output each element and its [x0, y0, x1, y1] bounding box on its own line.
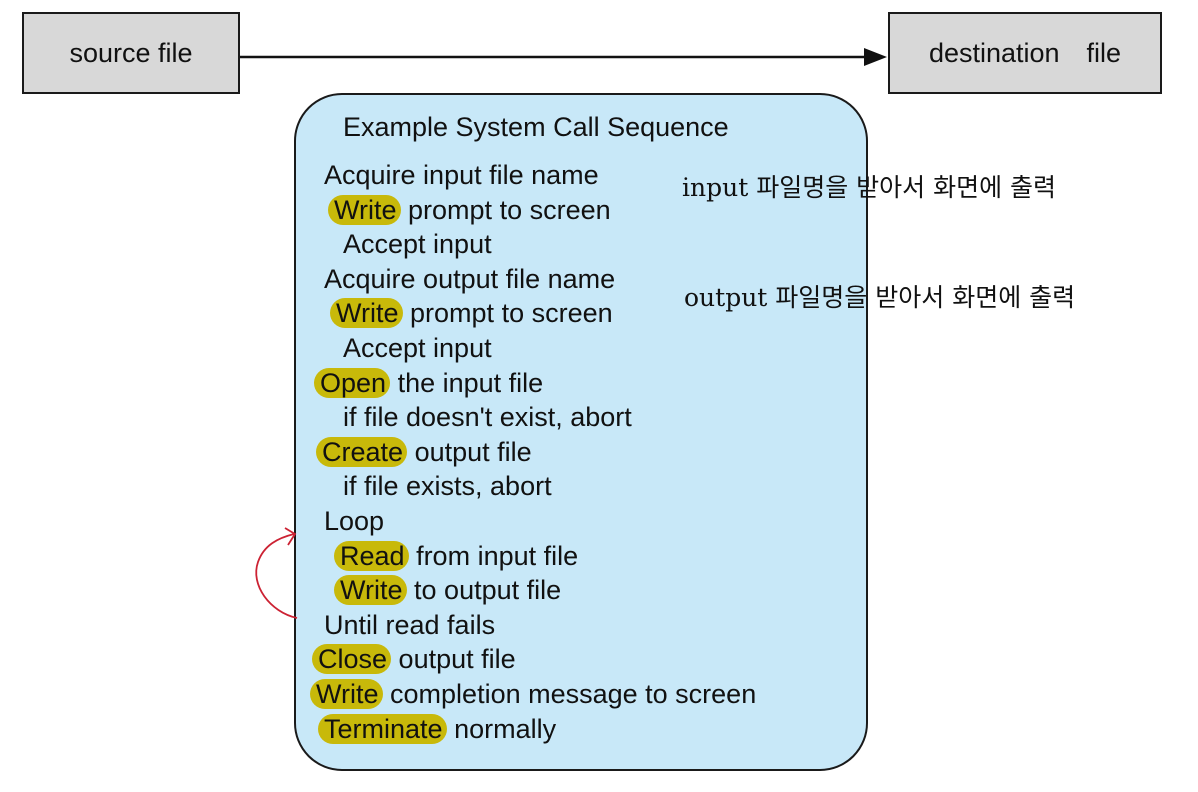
sequence-line: Accept input [343, 227, 492, 261]
system-call-highlight: Write [328, 194, 401, 225]
sequence-line-text: Loop [324, 506, 385, 536]
sequence-line: Write prompt to screen [328, 193, 611, 227]
note-output: output 파일명을 받아서 화면에 출력 [684, 283, 1076, 312]
panel-title: Example System Call Sequence [343, 112, 729, 142]
system-call-highlight: Terminate [318, 713, 447, 744]
sequence-line: Write prompt to screen [330, 296, 613, 330]
sequence-line-text: Until read fails [324, 609, 496, 640]
sequence-line: Create output file [316, 435, 532, 469]
sequence-line-text: to output file [414, 575, 562, 606]
sequence-line: Write completion message to screen [310, 677, 756, 711]
sequence-line: if file doesn't exist, abort [343, 400, 632, 434]
sequence-line-text: the input file [397, 367, 544, 398]
destination-file-label: destination file [928, 37, 1122, 68]
source-file-label: source file [69, 37, 193, 68]
note-input: input 파일명을 받아서 화면에 출력 [682, 173, 1057, 202]
sequence-line-text: Acquire output file name [324, 263, 616, 294]
sequence-line: if file exists, abort [343, 469, 552, 503]
system-call-highlight: Write [330, 298, 403, 329]
flow-arrow-head [864, 48, 887, 66]
sequence-line-text: if file exists, abort [343, 471, 552, 502]
sequence-line-text: Accept input [343, 333, 492, 363]
sequence-line: Write to output file [334, 573, 561, 607]
system-call-highlight: Create [316, 436, 408, 467]
sequence-line: Until read fails [324, 608, 495, 642]
sequence-line: Acquire output file name [324, 262, 615, 296]
sequence-line: Read from input file [334, 539, 578, 573]
destination-file-node: destination file [888, 12, 1162, 94]
system-call-highlight: Read [334, 540, 409, 571]
sequence-line-text: Acquire input file name [324, 160, 599, 190]
sequence-line: Acquire input file name [324, 158, 599, 192]
system-call-highlight: Write [334, 575, 407, 606]
sequence-line: Open the input file [314, 366, 543, 400]
sequence-line: Accept input [343, 331, 492, 365]
system-call-highlight: Close [312, 644, 392, 675]
sequence-line-text: prompt to screen [408, 194, 611, 225]
sequence-line-text: Accept input [343, 229, 492, 260]
source-file-node: source file [22, 12, 240, 94]
sequence-line-text: completion message to screen [390, 679, 757, 709]
sequence-line-text: from input file [416, 540, 579, 571]
system-call-highlight: Open [314, 367, 391, 398]
sequence-line: Loop [324, 504, 384, 538]
sequence-line-text: if file doesn't exist, abort [343, 402, 632, 433]
loop-arc [255, 533, 298, 619]
sequence-line: Terminate normally [318, 712, 556, 746]
flow-arrow [240, 48, 887, 66]
sequence-line-text: output file [398, 644, 516, 675]
system-call-highlight: Write [310, 679, 383, 709]
sequence-line: Close output file [312, 642, 516, 676]
sequence-line-text: normally [454, 713, 557, 744]
sequence-line-text: output file [414, 436, 532, 467]
sequence-line-text: prompt to screen [410, 298, 613, 329]
